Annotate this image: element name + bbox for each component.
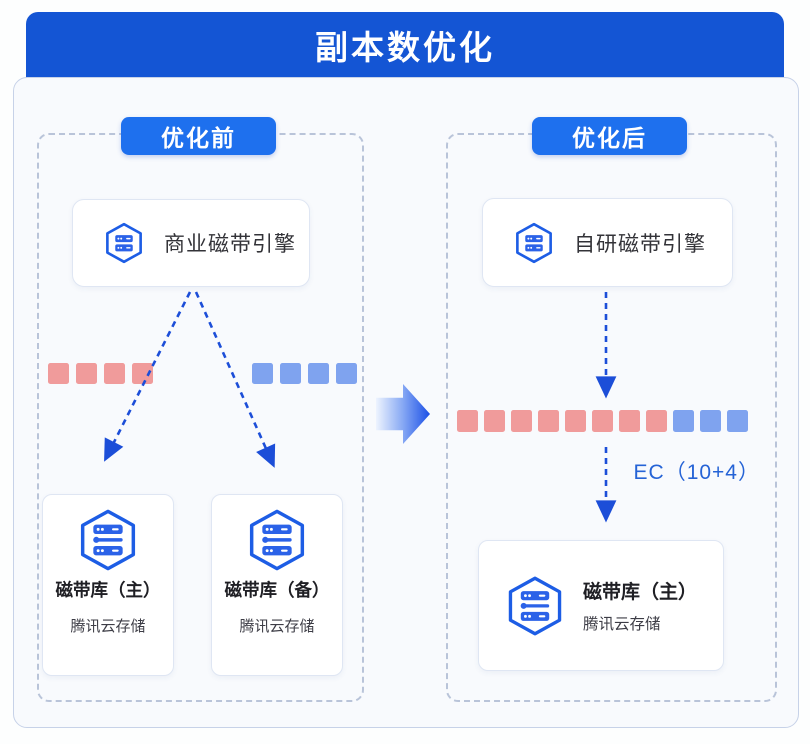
tape-library-primary-box: 磁带库（主） 腾讯云存储 [42, 494, 174, 676]
red-replica-square [132, 363, 153, 384]
server-hexagon-icon [106, 222, 142, 264]
before-red-replica-row [48, 363, 153, 384]
self-developed-engine-box: 自研磁带引擎 [482, 198, 733, 287]
red-replica-square [511, 410, 532, 432]
library-subtitle: 腾讯云存储 [70, 618, 146, 635]
red-replica-square [457, 410, 478, 432]
blue-replica-square [700, 410, 721, 432]
red-replica-square [76, 363, 97, 384]
after-label: 优化后 [572, 125, 647, 151]
page-title: 副本数优化 [315, 29, 495, 66]
red-replica-square [104, 363, 125, 384]
red-replica-square [48, 363, 69, 384]
red-replica-square [565, 410, 586, 432]
library-name: 磁带库（备） [224, 580, 330, 600]
before-engine-name: 商业磁带引擎 [164, 233, 296, 256]
red-replica-square [484, 410, 505, 432]
library-name: 磁带库（主） [55, 580, 161, 600]
commercial-engine-box: 商业磁带引擎 [72, 199, 310, 287]
red-replica-square [646, 410, 667, 432]
server-stack-hexagon-icon [508, 576, 562, 635]
server-stack-hexagon-icon [249, 509, 305, 571]
library-subtitle: 腾讯云存储 [583, 616, 661, 633]
server-stack-hexagon-icon [80, 509, 136, 571]
blue-replica-square [308, 363, 329, 384]
blue-replica-square [727, 410, 748, 432]
blue-replica-square [673, 410, 694, 432]
after-engine-name: 自研磁带引擎 [574, 232, 706, 256]
tape-library-primary-box-after: 磁带库（主） 腾讯云存储 [478, 540, 724, 671]
red-replica-square [538, 410, 559, 432]
library-subtitle: 腾讯云存储 [239, 618, 315, 635]
ec-parity-squares [673, 410, 748, 432]
after-label-chip: 优化后 [532, 117, 687, 155]
library-name: 磁带库（主） [583, 582, 698, 603]
blue-replica-square [336, 363, 357, 384]
before-label-chip: 优化前 [121, 117, 276, 155]
blue-replica-square [252, 363, 273, 384]
ec-stripe-row [457, 410, 748, 432]
tape-library-backup-box: 磁带库（备） 腾讯云存储 [211, 494, 343, 676]
ec-scheme-label: EC（10+4） [633, 461, 760, 484]
before-label: 优化前 [161, 125, 236, 151]
red-replica-square [619, 410, 640, 432]
server-hexagon-icon [516, 222, 552, 263]
ec-data-squares [457, 410, 667, 432]
title-banner: 副本数优化 [26, 12, 784, 78]
blue-replica-square [280, 363, 301, 384]
before-blue-replica-row [252, 363, 357, 384]
red-replica-square [592, 410, 613, 432]
